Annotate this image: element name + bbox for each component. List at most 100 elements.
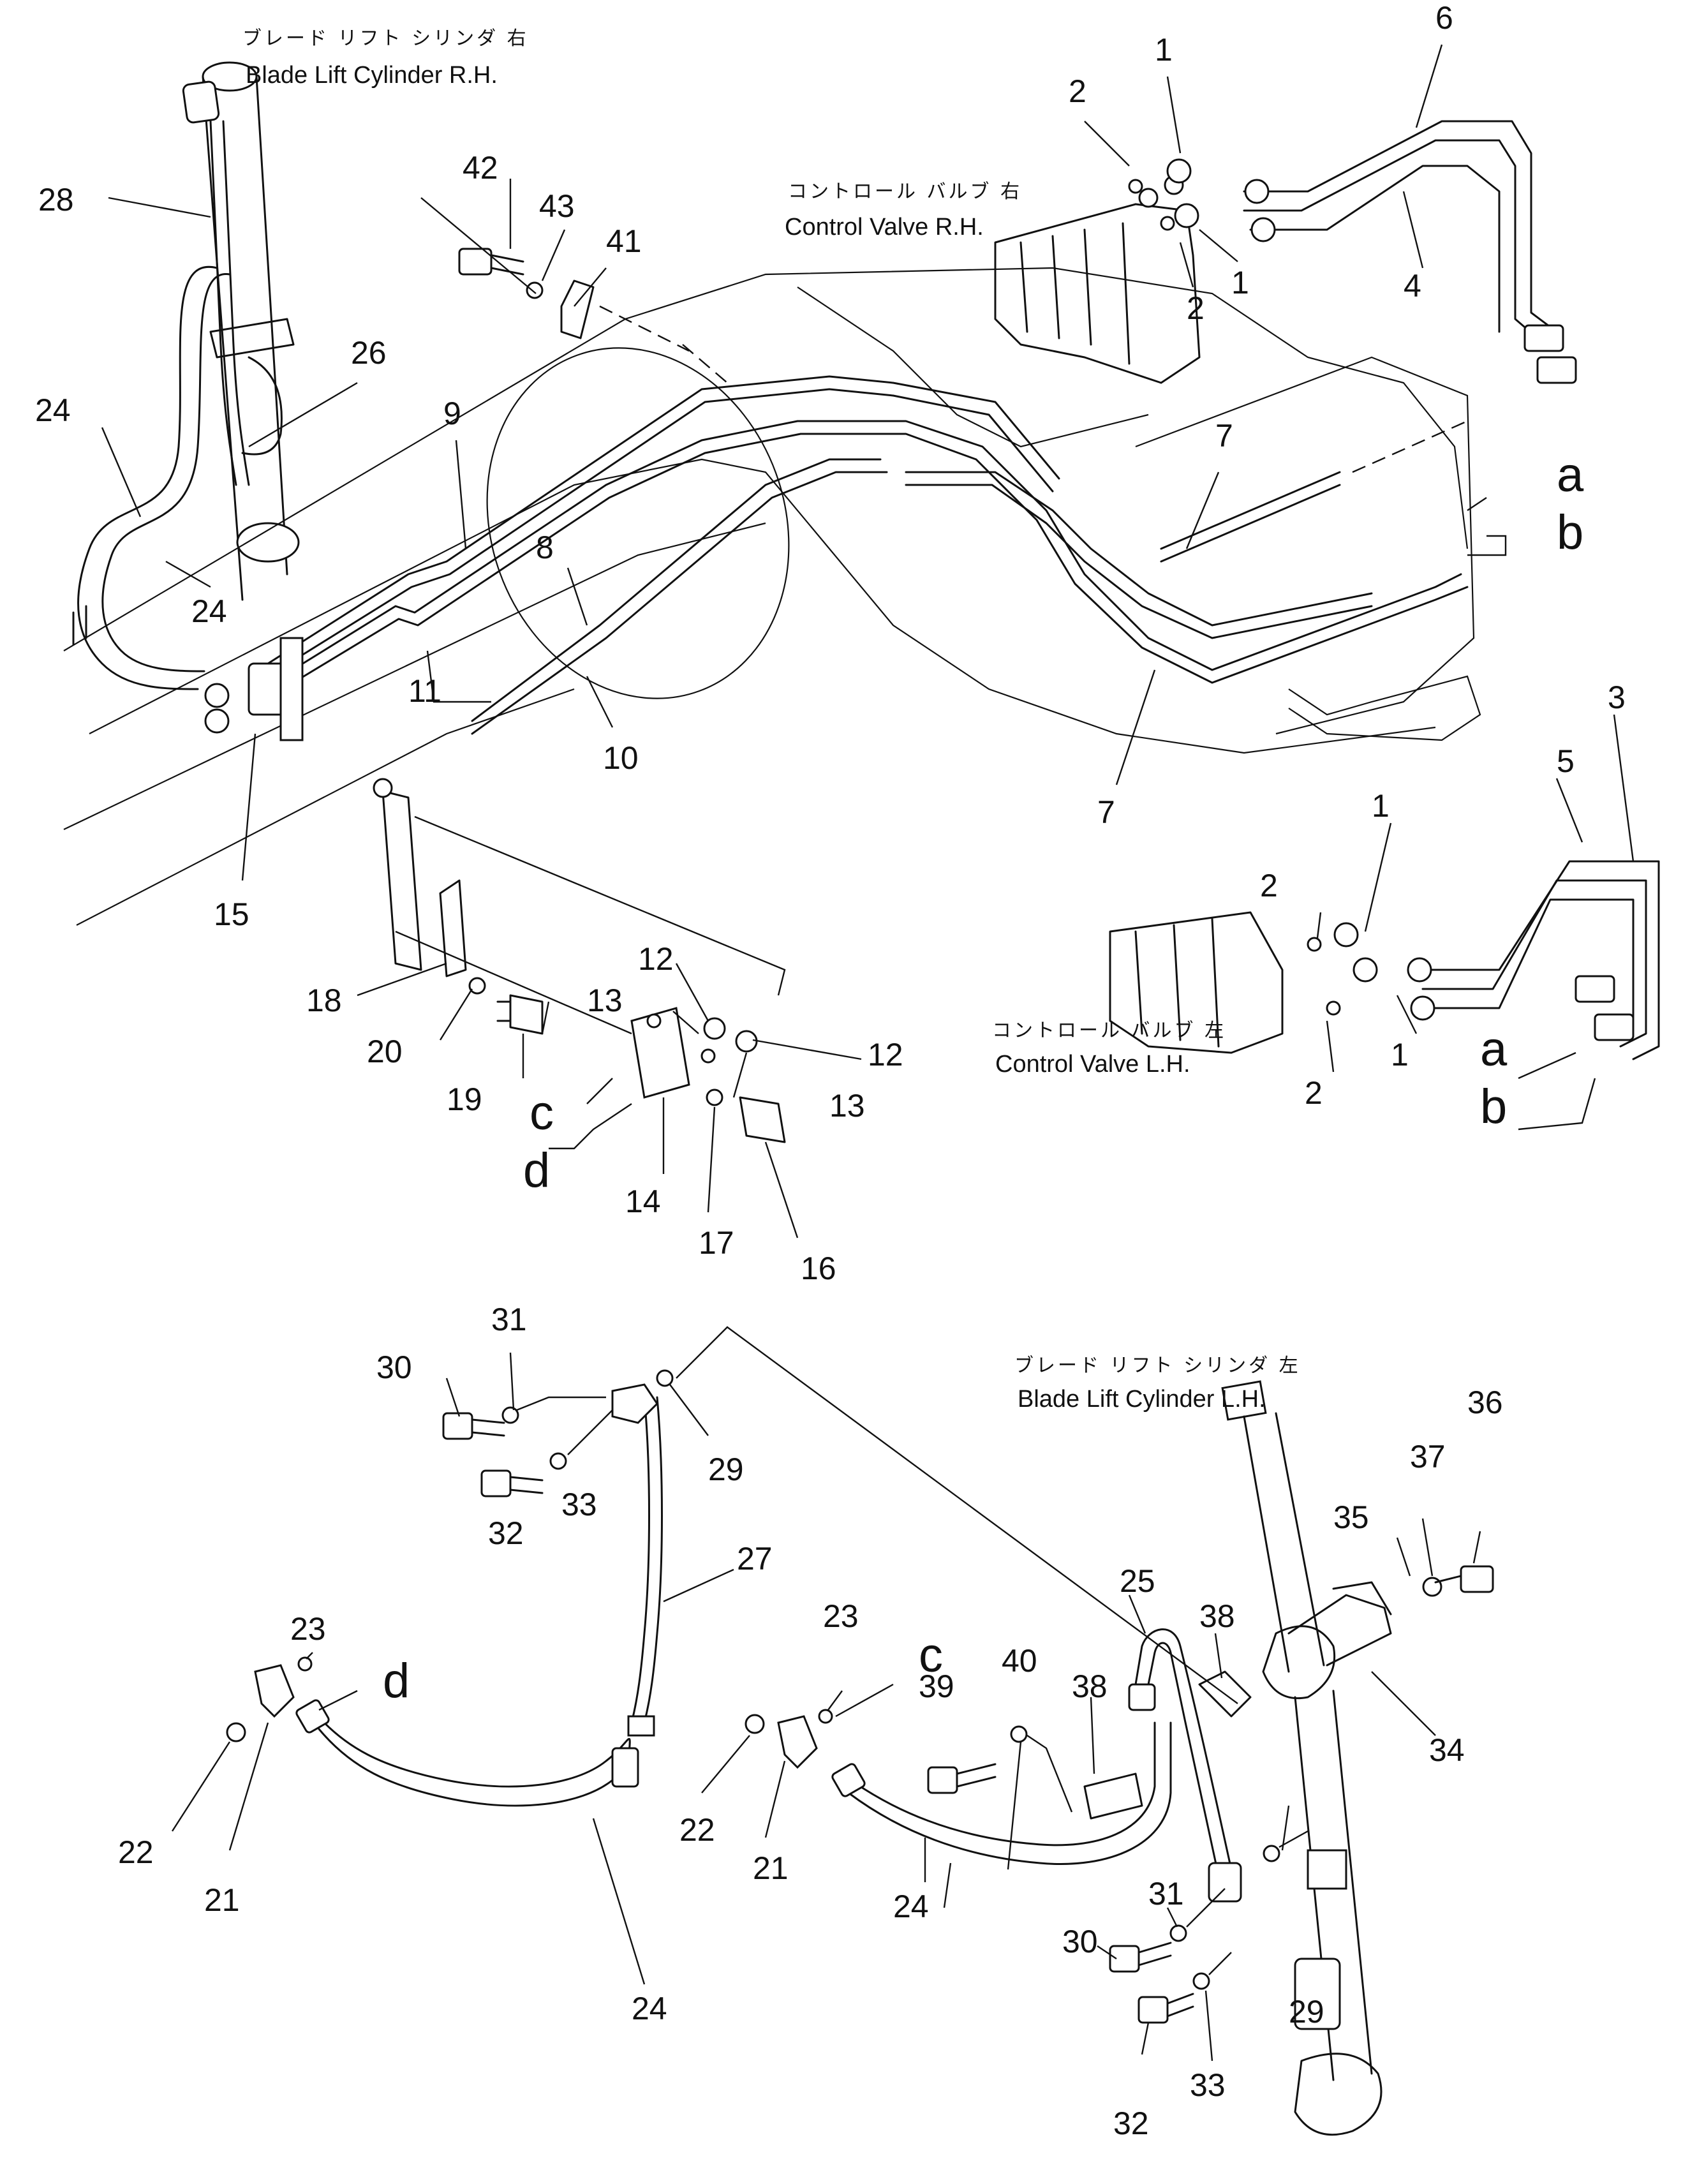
callout-25: 25 <box>1120 1563 1155 1599</box>
callout-32: 32 <box>488 1515 524 1551</box>
pipes-3-5 <box>1421 860 1660 1060</box>
connector-c: c <box>530 1086 554 1140</box>
callout-11: 11 <box>408 673 441 709</box>
callout-32: 32 <box>1113 2106 1149 2141</box>
connector-a: a <box>1557 448 1584 502</box>
bracket-18-bolt-19 <box>373 778 544 1035</box>
callout-8: 8 <box>536 530 554 565</box>
control-valve-lh <box>1109 911 1284 1054</box>
callout-1: 1 <box>1391 1037 1409 1073</box>
callout-3: 3 <box>1608 680 1626 715</box>
callout-31: 31 <box>1148 1876 1184 1912</box>
part-callouts: 1 2 1 2 6 4 7 7 3 5 1 2 1 2 28 24 24 26 … <box>35 0 1626 2141</box>
callout-13: 13 <box>587 983 623 1018</box>
oring-29-lower <box>1263 1830 1308 1862</box>
callout-13: 13 <box>829 1088 865 1124</box>
callout-20: 20 <box>367 1034 403 1069</box>
callout-2: 2 <box>1187 290 1204 326</box>
callout-39: 39 <box>919 1668 954 1704</box>
callout-4: 4 <box>1404 268 1421 304</box>
callout-40: 40 <box>1002 1643 1037 1679</box>
caption-cv-lh-en: Control Valve L.H. <box>995 1051 1190 1078</box>
callout-16: 16 <box>801 1251 836 1286</box>
callout-2: 2 <box>1069 73 1086 109</box>
callout-41: 41 <box>606 223 642 259</box>
junction-block-15 <box>204 637 304 741</box>
callout-14: 14 <box>625 1184 661 1219</box>
callout-2: 2 <box>1260 868 1278 903</box>
callout-29: 29 <box>1289 1994 1324 2030</box>
connector-arrows <box>318 497 1596 1718</box>
callout-31: 31 <box>491 1302 527 1337</box>
leader-lines <box>101 44 1634 2061</box>
callout-33: 33 <box>1190 2067 1226 2103</box>
assembly-guide-lines <box>395 815 786 1035</box>
callout-6: 6 <box>1435 0 1453 36</box>
callout-23: 23 <box>823 1598 859 1634</box>
hose-24-rh <box>72 265 231 690</box>
blade-lift-cylinder-lh <box>1221 1380 1382 2136</box>
callout-37: 37 <box>1410 1439 1446 1475</box>
hose-24-lower-left <box>295 1699 639 1807</box>
machine-frame-outline <box>63 267 1481 926</box>
callout-7: 7 <box>1215 418 1233 454</box>
callout-26: 26 <box>351 335 387 371</box>
callout-5: 5 <box>1557 743 1575 779</box>
callout-36: 36 <box>1467 1385 1503 1420</box>
callout-30: 30 <box>1062 1924 1098 1959</box>
callout-22: 22 <box>118 1834 154 1870</box>
hose-28 <box>209 120 250 486</box>
callout-38: 38 <box>1072 1668 1108 1704</box>
clamp-34-35-bolt-36 <box>1287 1565 1494 1667</box>
caption-cyl-lh-jp: ブレード リフト シリンダ 左 <box>1014 1355 1301 1377</box>
blade-lift-cylinder-rh <box>182 61 300 601</box>
valve-block-14 <box>630 1007 786 1143</box>
caption-cv-rh-jp: コントロール バルブ 右 <box>788 181 1022 203</box>
oring-29-upper <box>656 1326 1238 1704</box>
callout-10: 10 <box>603 740 639 776</box>
callout-1: 1 <box>1155 32 1173 68</box>
callout-18: 18 <box>306 983 342 1018</box>
connector-b: b <box>1557 505 1583 560</box>
callout-15: 15 <box>214 896 249 932</box>
callout-9: 9 <box>443 396 461 431</box>
hose-24-lower-right <box>831 1721 1172 1865</box>
connector-letters: a b a b c d d c <box>383 448 1584 1708</box>
callout-33: 33 <box>561 1487 597 1522</box>
caption-cyl-lh-en: Blade Lift Cylinder L.H. <box>1018 1386 1266 1413</box>
callout-24: 24 <box>191 593 227 629</box>
bolts-30-32-washers-31-33-lower <box>1109 1888 1232 2024</box>
control-valve-rh <box>994 175 1201 384</box>
callout-21: 21 <box>753 1850 789 1886</box>
callout-29: 29 <box>708 1452 744 1487</box>
fittings-21-22-23-left <box>226 1656 313 1742</box>
bolts-30-32-washers-31-33-upper <box>442 1396 613 1497</box>
connector-a: a <box>1480 1022 1508 1076</box>
callout-21: 21 <box>204 1882 240 1918</box>
caption-cyl-rh-en: Blade Lift Cylinder R.H. <box>246 62 498 89</box>
callout-42: 42 <box>463 150 498 186</box>
callout-1: 1 <box>1231 265 1249 301</box>
caption-cv-rh-en: Control Valve R.H. <box>785 214 984 241</box>
fittings-21-22-23-right <box>745 1709 833 1769</box>
callout-34: 34 <box>1429 1732 1465 1768</box>
callout-28: 28 <box>38 182 74 218</box>
caption-cyl-rh-jp: ブレード リフト シリンダ 右 <box>242 27 529 50</box>
clamp-41-bolt-42 <box>458 248 595 339</box>
connector-b: b <box>1480 1080 1507 1134</box>
callout-12: 12 <box>868 1037 903 1073</box>
fittings-lh-valve <box>1307 922 1435 1021</box>
connector-c: c <box>919 1628 943 1683</box>
callout-38: 38 <box>1199 1598 1235 1634</box>
callout-24: 24 <box>35 392 71 428</box>
connector-d: d <box>523 1143 550 1198</box>
bolt-39-washer-40-clamp-38 <box>927 1670 1252 1820</box>
pipes-8-9-10-11 <box>260 305 1469 735</box>
callout-43: 43 <box>539 188 575 224</box>
callout-17: 17 <box>699 1225 734 1261</box>
callout-23: 23 <box>290 1611 326 1647</box>
callout-12: 12 <box>638 941 674 977</box>
callout-30: 30 <box>376 1349 412 1385</box>
callout-27: 27 <box>737 1541 773 1577</box>
tube-27 <box>611 1383 663 1737</box>
